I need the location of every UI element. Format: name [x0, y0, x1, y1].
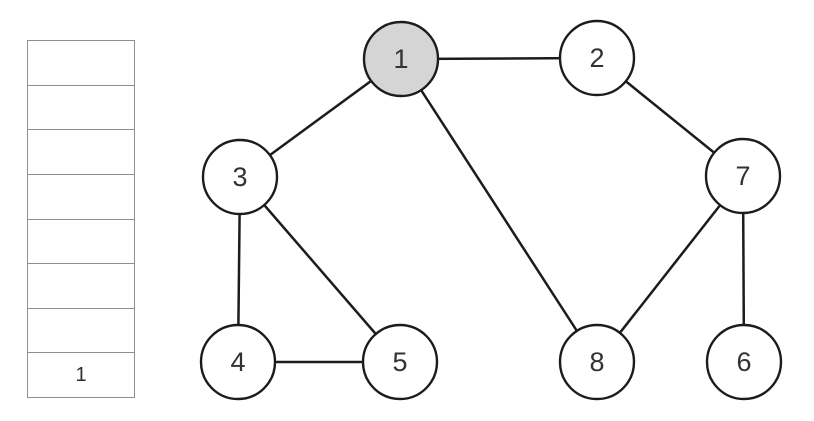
graph-node-7 — [704, 137, 782, 215]
graph-node-4 — [199, 323, 277, 401]
graph-node-label: 7 — [735, 161, 750, 191]
graph-edge-7-8 — [596, 175, 744, 363]
graph-node-label: 5 — [392, 347, 407, 377]
graph-node-label: 6 — [736, 347, 751, 377]
stack-cell-value: 1 — [75, 363, 87, 386]
stack-cell — [28, 264, 134, 309]
graph-node-label: 2 — [589, 43, 604, 73]
stack: 1 — [27, 40, 135, 398]
graph-node-label: 3 — [232, 162, 247, 192]
graph-node-5 — [361, 323, 439, 401]
stack-cell — [28, 175, 134, 220]
stack-cell — [28, 309, 134, 354]
stack-cell — [28, 86, 134, 131]
graph-node-8 — [558, 323, 636, 401]
graph-edge-1-8 — [399, 58, 599, 363]
stack-cell — [28, 220, 134, 265]
graph-node-3 — [201, 138, 279, 216]
graph-node-label: 4 — [230, 347, 245, 377]
stack-cell — [28, 41, 134, 86]
stack-cell — [28, 130, 134, 175]
graph-node-label: 1 — [393, 44, 408, 74]
graph-node-2 — [558, 19, 636, 97]
graph-node-1 — [362, 20, 440, 98]
graph-node-6 — [705, 323, 783, 401]
graph-node-label: 8 — [589, 347, 604, 377]
graph-edge-3-5 — [239, 176, 401, 363]
stack-cell: 1 — [28, 353, 134, 397]
